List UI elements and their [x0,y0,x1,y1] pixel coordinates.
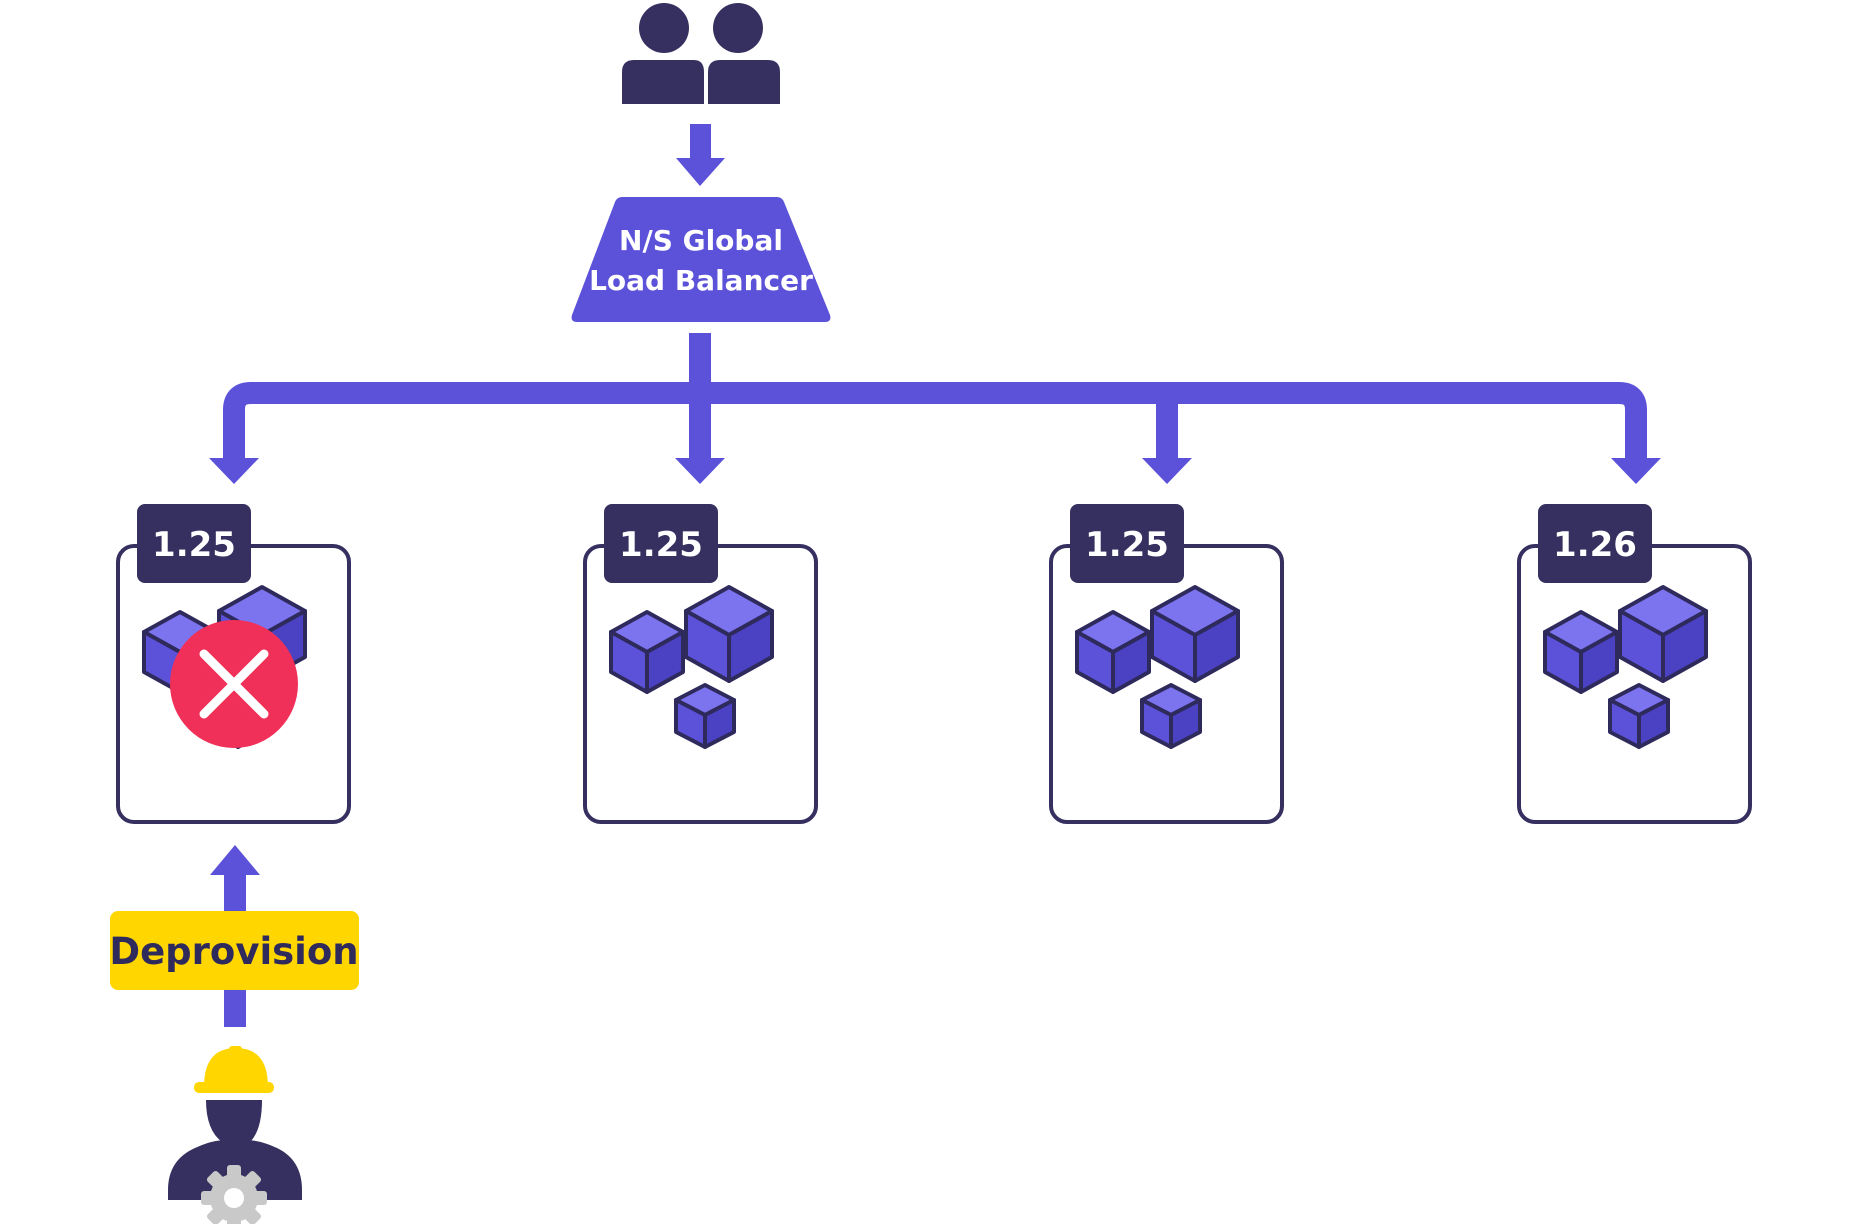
deprovision-badge: Deprovision [109,911,359,990]
cluster-3: 1.25 [1049,504,1284,824]
cluster-2: 1.25 [583,504,818,824]
lb-label-line1: N/S Global [619,224,783,257]
distribution-lines [209,333,1661,484]
deprovision-label: Deprovision [109,930,358,973]
cluster-2-version: 1.25 [619,525,703,565]
arrow-users-to-lb [676,124,725,186]
cluster-4-version: 1.26 [1553,525,1637,565]
operator-icon [168,1046,302,1224]
cluster-1-version: 1.25 [152,525,236,565]
cluster-3-version: 1.25 [1085,525,1169,565]
lb-label-line2: Load Balancer [589,264,813,297]
users-icon [622,3,780,104]
gear-icon [201,1165,267,1224]
remove-icon [170,620,298,748]
load-balancer: N/S Global Load Balancer [571,197,831,322]
cluster-4: 1.26 [1517,504,1752,824]
cluster-1: 1.25 [116,504,351,824]
